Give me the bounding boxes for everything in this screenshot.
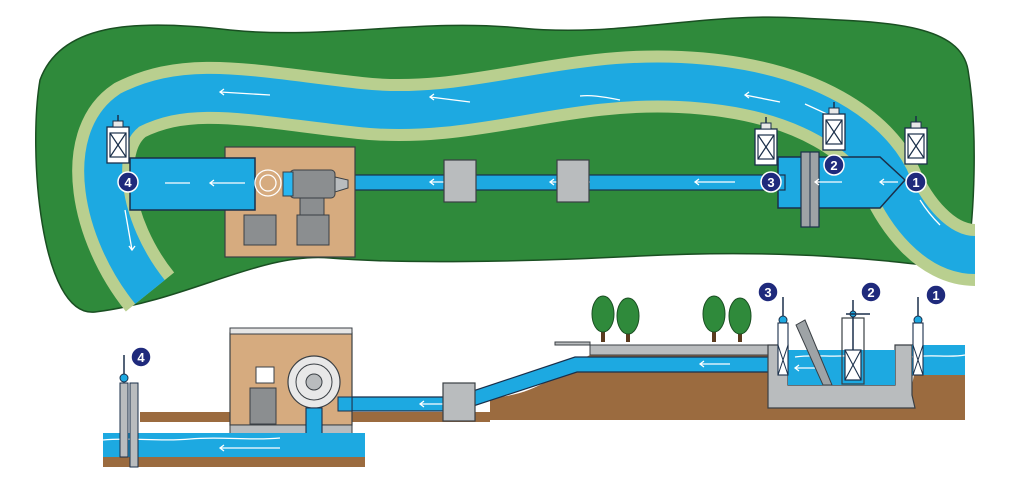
svg-text:4: 4 (124, 175, 132, 190)
sluice-gate-icon (754, 117, 778, 166)
pipe-support-2 (554, 341, 771, 356)
marker-1-plan: 1 (905, 171, 927, 193)
river-flow-arrows (124, 88, 941, 252)
pipe-support-1 (442, 382, 476, 422)
svg-text:1: 1 (912, 175, 919, 190)
tailrace-basin-plan (129, 157, 256, 211)
plan-view: 1 2 3 4 (35, 16, 978, 313)
trash-rack (795, 319, 833, 386)
powerhouse-window (255, 366, 275, 384)
powerhouse-roof (229, 327, 353, 335)
sluice-gate-icon (822, 102, 846, 151)
svg-text:1: 1 (932, 288, 939, 303)
turbine-icon (254, 169, 282, 197)
sluice-gate-icon (904, 116, 928, 165)
svg-text:2: 2 (867, 285, 874, 300)
svg-text:3: 3 (764, 285, 771, 300)
culvert-1 (443, 159, 477, 203)
tree-icon (728, 297, 752, 342)
marker-2-plan: 2 (823, 154, 845, 176)
sluice-gate-icon (106, 115, 130, 164)
marker-3-plan: 3 (760, 171, 782, 193)
section-view: 1 2 3 4 (102, 281, 966, 468)
sluice-gate-icon (777, 297, 789, 376)
tree-icon (616, 297, 640, 342)
marker-3-section: 3 (757, 281, 779, 303)
tree-icon (591, 295, 615, 342)
svg-text:2: 2 (830, 158, 837, 173)
turbine-icon (287, 355, 341, 409)
culvert-2 (556, 159, 590, 203)
marker-4-section: 4 (130, 346, 152, 368)
svg-text:4: 4 (137, 350, 145, 365)
sluice-gate-icon (912, 297, 924, 376)
sluice-gate-icon (841, 300, 870, 385)
tree-icon (702, 295, 726, 342)
marker-1-section: 1 (925, 284, 947, 306)
riverbed-left (103, 457, 365, 467)
sluice-gate-icon (119, 355, 139, 468)
tailrace-water (103, 433, 365, 457)
marker-4-plan: 4 (117, 171, 139, 193)
powerhouse-door (249, 387, 277, 425)
svg-text:3: 3 (767, 175, 774, 190)
marker-2-section: 2 (860, 281, 882, 303)
